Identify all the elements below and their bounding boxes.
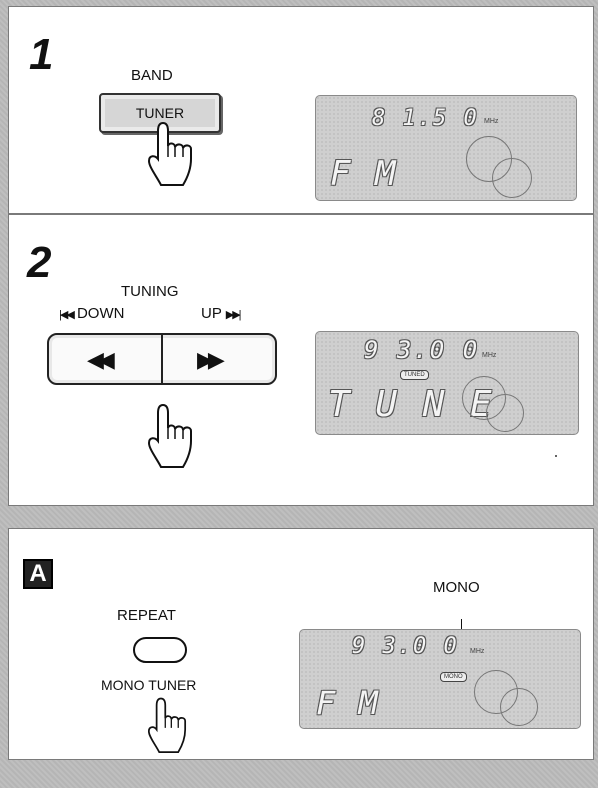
down-label: DOWN: [76, 305, 125, 322]
frequency-readout: 9 3.0 0: [364, 336, 480, 364]
display-tune: 9 3.0 0 MHz TUNED T U N E: [315, 331, 579, 435]
mono-indicator: MONO: [440, 672, 467, 682]
step-number-1: 1: [29, 30, 54, 79]
mode-text: F M: [330, 154, 398, 194]
frequency-readout: 9 3.0 0: [352, 634, 459, 659]
skip-back-icon: |◀◀: [59, 309, 75, 321]
pointing-hand-icon: [147, 121, 192, 186]
display-circle: [500, 688, 538, 726]
frequency-unit: MHz: [484, 118, 499, 125]
pointing-hand-icon: [147, 403, 192, 468]
repeat-label: REPEAT: [117, 607, 176, 624]
button-divider: [161, 335, 163, 383]
mono-callout: MONO: [433, 579, 480, 596]
print-speck: [555, 455, 557, 457]
up-label: UP: [201, 305, 222, 322]
display-mono: 9 3.0 0 MHz MONO F M: [299, 629, 581, 729]
note-a-panel: A REPEAT MONO TUNER MONO 9 3.0 0 MHz MON…: [8, 528, 594, 760]
display-circle: [492, 158, 532, 198]
display-fm: 8 1.5 0 MHz F M: [315, 95, 577, 201]
display-circle: [486, 394, 524, 432]
tuned-indicator: TUNED: [400, 370, 429, 380]
band-label: BAND: [131, 67, 173, 84]
down-label-group: |◀◀ DOWN: [59, 305, 124, 322]
frequency-unit: MHz: [470, 648, 485, 655]
pointing-hand-icon: [147, 697, 187, 753]
section-letter-a: A: [23, 559, 53, 589]
frequency-unit: MHz: [482, 352, 497, 359]
step-1-panel: 1 BAND TUNER 8 1.5 0 MHz F M: [8, 6, 594, 214]
step-number-2: 2: [27, 238, 52, 287]
fast-forward-icon[interactable]: ▶▶: [197, 347, 225, 372]
mono-tuner-label: MONO TUNER: [101, 677, 197, 693]
skip-forward-icon: ▶▶|: [225, 309, 242, 321]
step-2-panel: 2 TUNING |◀◀ DOWN UP ▶▶| ◀◀ ▶▶ 9 3.0 0 M…: [8, 214, 594, 506]
frequency-readout: 8 1.5 0: [372, 106, 479, 131]
up-label-group: UP ▶▶|: [201, 305, 242, 322]
mode-text: F M: [316, 684, 380, 722]
tuning-rocker-button[interactable]: ◀◀ ▶▶: [47, 333, 277, 385]
rewind-icon[interactable]: ◀◀: [87, 347, 115, 372]
mono-tuner-button[interactable]: [133, 637, 187, 663]
tuning-label: TUNING: [121, 283, 179, 300]
